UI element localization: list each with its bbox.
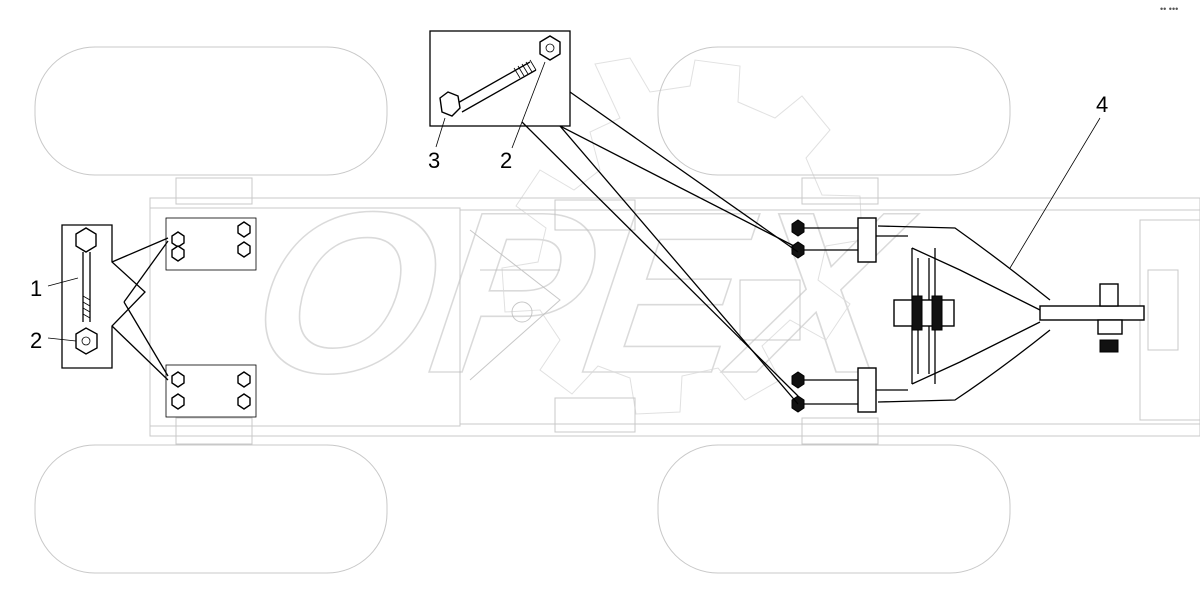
hitch-assembly xyxy=(791,217,1145,413)
wheel-rear-right xyxy=(657,444,1011,574)
nut-icon xyxy=(171,245,185,262)
nut-icon xyxy=(171,231,185,248)
bolt-group-upper xyxy=(791,217,908,263)
callout-4: 4 xyxy=(1096,92,1108,117)
callout-2-top: 2 xyxy=(500,148,512,173)
bolt-head-icon xyxy=(75,227,97,253)
leader-lines xyxy=(47,61,1101,405)
tractor-outline xyxy=(34,46,1200,574)
nut-icon xyxy=(75,327,98,355)
callout-3: 3 xyxy=(428,148,440,173)
wheel-rear-left xyxy=(34,444,388,574)
drawbar xyxy=(1039,305,1145,321)
bracket-lower xyxy=(165,364,257,418)
nut-icon xyxy=(171,393,185,410)
callout-1: 1 xyxy=(30,276,42,301)
detail-box-top xyxy=(429,30,571,127)
nut-icon xyxy=(171,371,185,388)
bolt-head-icon xyxy=(439,91,461,117)
bolt-thread xyxy=(513,59,537,79)
watermark-logo: OPEX xyxy=(239,164,926,421)
callout-2-left: 2 xyxy=(30,328,42,353)
wheel-front-left xyxy=(34,46,388,176)
nut-icon xyxy=(539,35,561,61)
watermark: OPEX xyxy=(239,57,927,422)
bracket-upper xyxy=(165,217,257,271)
gear-outline xyxy=(501,57,863,415)
bolt-thread xyxy=(82,295,91,319)
corner-mark: •• ••• xyxy=(1160,4,1178,14)
wheel-front-right xyxy=(657,46,1011,176)
